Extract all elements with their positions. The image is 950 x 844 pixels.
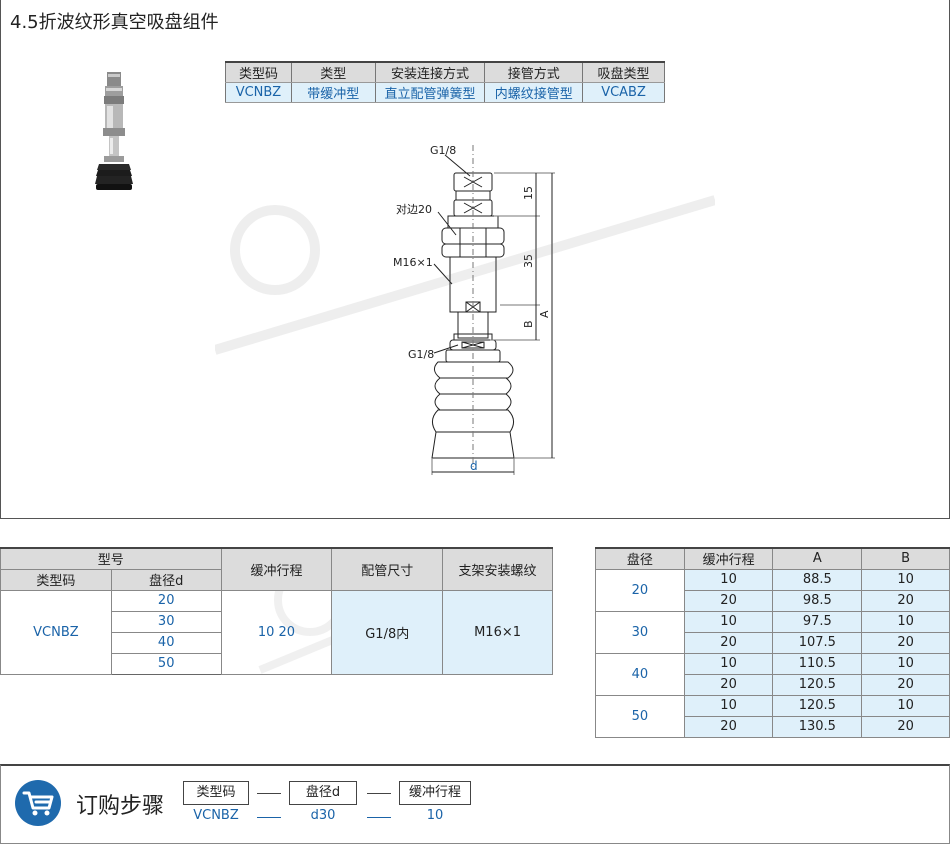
dim-cell: 130.5 bbox=[772, 715, 863, 738]
dim-cell: 98.5 bbox=[772, 589, 863, 612]
step-stroke: 缓冲行程 bbox=[399, 781, 471, 805]
spec-header-pipe: 接管方式 bbox=[484, 61, 584, 83]
cart-icon bbox=[15, 780, 61, 826]
technical-drawing: G1/8 对边20 M16×1 G1/8 15 35 B A d bbox=[393, 144, 555, 475]
label-thread: M16×1 bbox=[393, 256, 433, 269]
dim-header-stroke: 缓冲行程 bbox=[683, 547, 774, 570]
order-steps-panel: 订购步骤 类型码 盘径d 缓冲行程 VCNBZ d30 10 bbox=[0, 764, 950, 844]
model-subheader-type-code: 类型码 bbox=[0, 568, 112, 591]
dim-cell: 20 bbox=[861, 631, 950, 654]
spec-header-type: 类型 bbox=[290, 61, 376, 83]
spec-value-type: 带缓冲型 bbox=[290, 82, 376, 103]
dim-cell: 10 bbox=[683, 694, 774, 717]
dim-cell: 20 bbox=[861, 673, 950, 696]
dim-cell: 120.5 bbox=[772, 673, 863, 696]
step-value-connector bbox=[257, 817, 281, 818]
step-value-stroke: 10 bbox=[426, 808, 444, 823]
dim-cell: 88.5 bbox=[772, 568, 863, 591]
dim-35: 35 bbox=[522, 254, 535, 268]
product-photo-icon bbox=[95, 72, 133, 190]
dim-cell: 10 bbox=[861, 610, 950, 633]
spec-header-pad: 吸盘类型 bbox=[582, 61, 665, 83]
label-across-flats: 对边20 bbox=[396, 202, 432, 216]
step-value-type-code: VCNBZ bbox=[193, 808, 239, 823]
spec-value-type-code: VCNBZ bbox=[225, 82, 292, 103]
model-stroke: 10 20 bbox=[220, 589, 333, 675]
page-title: 4.5折波纹形真空吸盘组件 bbox=[10, 12, 219, 33]
dim-cell: 110.5 bbox=[772, 652, 863, 675]
step-connector bbox=[367, 793, 391, 794]
dim-cell: 10 bbox=[683, 610, 774, 633]
dim-diameter: 20 bbox=[595, 568, 685, 612]
spec-header-type-code: 类型码 bbox=[225, 61, 292, 83]
model-header-mount: 支架安装螺纹 bbox=[442, 547, 553, 591]
model-table: 型号 缓冲行程 配管尺寸 支架安装螺纹 类型码 盘径d VCNBZ 20 10 … bbox=[0, 547, 553, 675]
step-diameter: 盘径d bbox=[289, 781, 357, 805]
dim-cell: 10 bbox=[861, 568, 950, 591]
dim-cell: 20 bbox=[861, 715, 950, 738]
dim-cell: 10 bbox=[861, 694, 950, 717]
model-subheader-diameter: 盘径d bbox=[110, 568, 222, 591]
dim-cell: 20 bbox=[683, 589, 774, 612]
dim-diameter: 50 bbox=[595, 694, 685, 738]
spec-table: 类型码 类型 安装连接方式 接管方式 吸盘类型 VCNBZ 带缓冲型 直立配管弹… bbox=[225, 61, 665, 103]
dimension-table: 盘径 缓冲行程 A B 20 10 88.5 10 20 98.5 20 30 … bbox=[595, 547, 950, 738]
order-title: 订购步骤 bbox=[76, 794, 165, 819]
dim-header-a: A bbox=[772, 547, 863, 570]
step-value-connector bbox=[367, 817, 391, 818]
dim-a: A bbox=[538, 310, 551, 318]
dim-15: 15 bbox=[522, 186, 535, 200]
spec-value-mount: 直立配管弹簧型 bbox=[374, 82, 486, 103]
model-diameter: 50 bbox=[110, 652, 222, 675]
dim-cell: 120.5 bbox=[772, 694, 863, 717]
dim-cell: 10 bbox=[861, 652, 950, 675]
dim-cell: 20 bbox=[683, 673, 774, 696]
spec-header-mount: 安装连接方式 bbox=[374, 61, 486, 83]
step-value-diameter: d30 bbox=[310, 808, 336, 823]
label-g18-top: G1/8 bbox=[430, 144, 456, 157]
step-connector bbox=[257, 793, 281, 794]
dim-header-diameter: 盘径 bbox=[595, 547, 685, 570]
model-diameter: 40 bbox=[110, 631, 222, 654]
model-pipe-size: G1/8内 bbox=[331, 589, 444, 675]
dim-b: B bbox=[522, 320, 535, 328]
label-g18-bottom: G1/8 bbox=[408, 348, 434, 361]
step-type-code: 类型码 bbox=[183, 781, 249, 805]
dim-cell: 20 bbox=[683, 631, 774, 654]
dim-cell: 20 bbox=[861, 589, 950, 612]
spec-value-pad: VCABZ bbox=[582, 82, 665, 103]
dim-cell: 10 bbox=[683, 568, 774, 591]
dim-cell: 10 bbox=[683, 652, 774, 675]
dim-cell: 97.5 bbox=[772, 610, 863, 633]
model-type-code: VCNBZ bbox=[0, 589, 112, 675]
dim-header-b: B bbox=[861, 547, 950, 570]
model-group-header: 型号 bbox=[0, 547, 222, 570]
model-header-pipe: 配管尺寸 bbox=[331, 547, 444, 591]
model-mount-thread: M16×1 bbox=[442, 589, 553, 675]
model-diameter: 20 bbox=[110, 589, 222, 612]
model-header-stroke: 缓冲行程 bbox=[220, 547, 333, 591]
dim-cell: 20 bbox=[683, 715, 774, 738]
dim-d: d bbox=[470, 459, 478, 473]
model-diameter: 30 bbox=[110, 610, 222, 633]
spec-value-pipe: 内螺纹接管型 bbox=[484, 82, 584, 103]
dim-diameter: 30 bbox=[595, 610, 685, 654]
dim-cell: 107.5 bbox=[772, 631, 863, 654]
dim-diameter: 40 bbox=[595, 652, 685, 696]
